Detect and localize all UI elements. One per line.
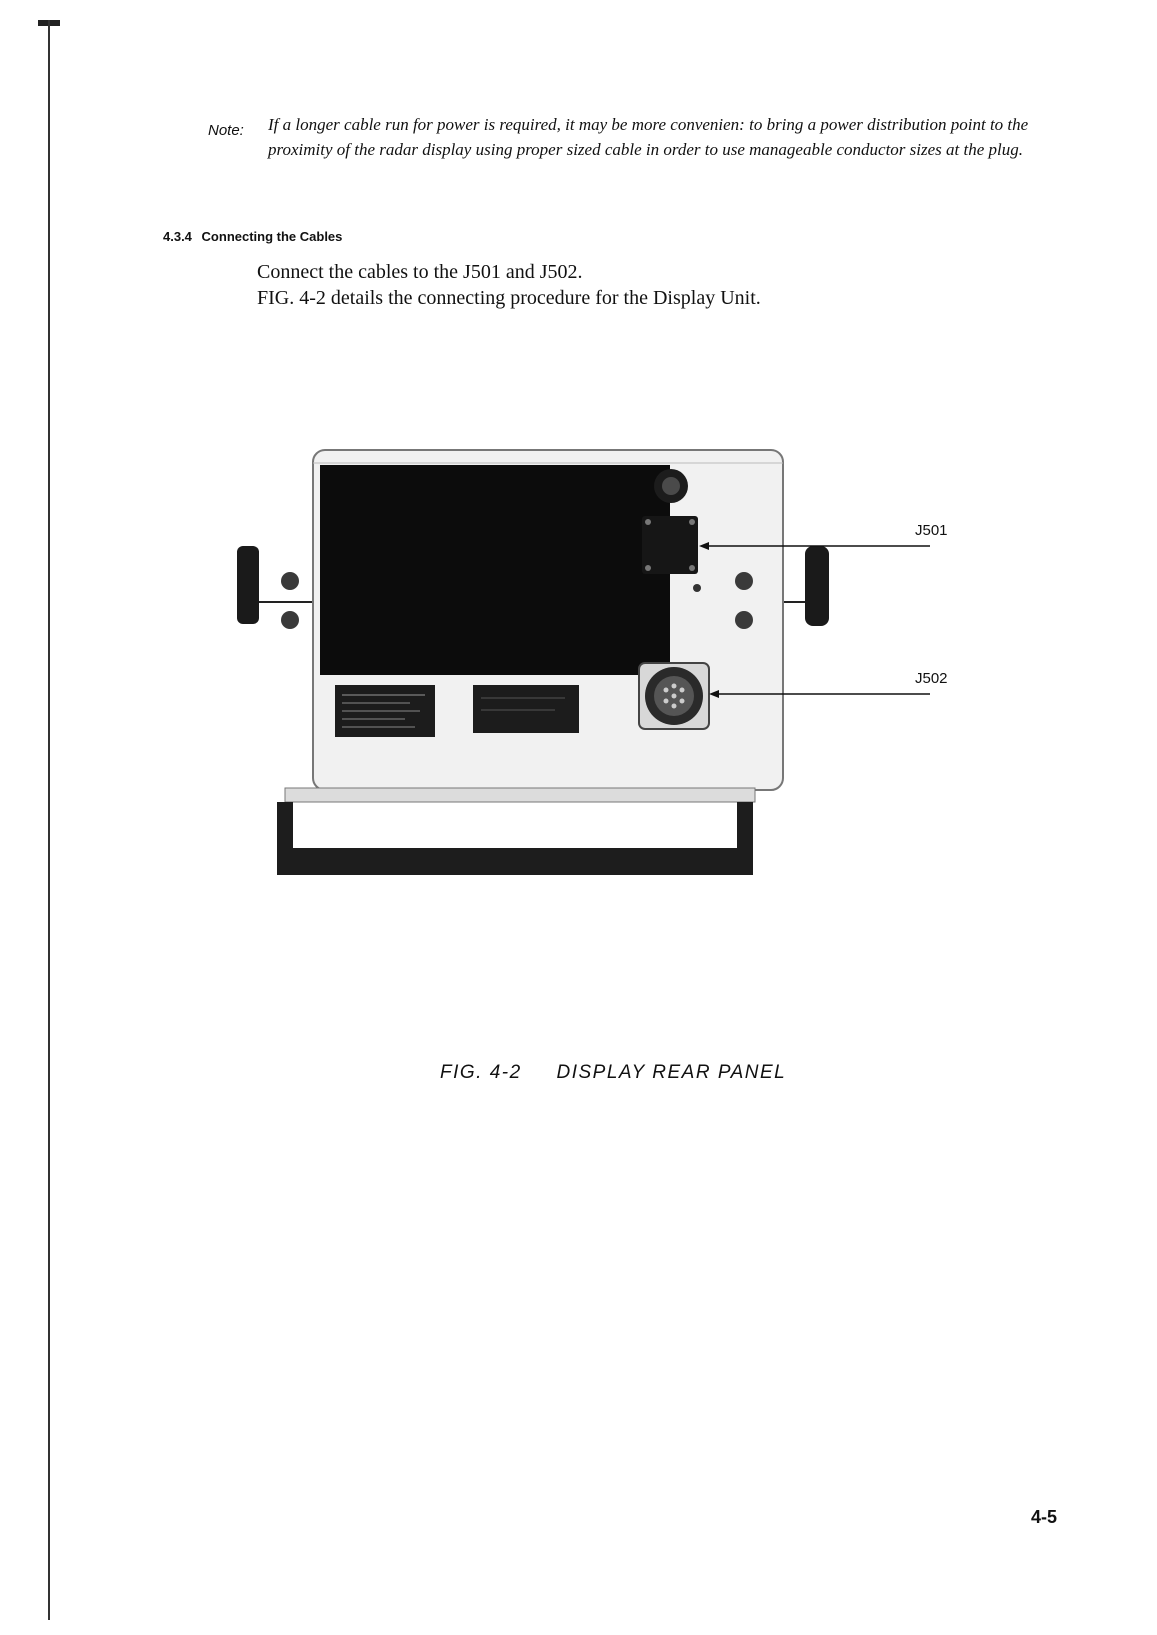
j501-connector <box>642 516 698 574</box>
paragraph-figure-reference: FIG. 4-2 details the connecting procedur… <box>257 287 761 309</box>
callout-j502: J502 <box>915 670 948 687</box>
figure-caption-number: FIG. 4-2 <box>440 1062 522 1083</box>
screw-icon <box>281 572 299 590</box>
rear-cover-panel <box>320 465 670 675</box>
paragraph-connect: Connect the cables to the J501 and J502. <box>257 261 583 283</box>
right-handle-knob <box>805 546 829 626</box>
callout-j501: J501 <box>915 522 948 539</box>
page-number: 4-5 <box>1031 1507 1058 1527</box>
section-heading: 4.3.4 Connecting the Cables <box>163 229 342 244</box>
note-text: If a longer cable run for power is requi… <box>268 115 1029 159</box>
note-label: Note: <box>208 122 244 139</box>
screw-icon <box>735 572 753 590</box>
display-rear-panel-figure: J501 J502 <box>225 420 985 920</box>
display-rear-panel-illustration <box>237 449 930 875</box>
mounting-bracket <box>277 802 753 875</box>
left-handle-knob <box>237 546 259 624</box>
screw-icon <box>281 611 299 629</box>
screw-icon <box>735 611 753 629</box>
section-title: Connecting the Cables <box>201 229 343 244</box>
section-number: 4.3.4 <box>163 229 192 244</box>
figure-caption-title: DISPLAY REAR PANEL <box>556 1062 787 1083</box>
figure-caption: FIG. 4-2 DISPLAY REAR PANEL <box>440 1062 786 1084</box>
binding-edge <box>48 20 50 1620</box>
nameplate-right <box>473 685 579 733</box>
note-block: Note: If a longer cable run for power is… <box>208 112 1048 162</box>
